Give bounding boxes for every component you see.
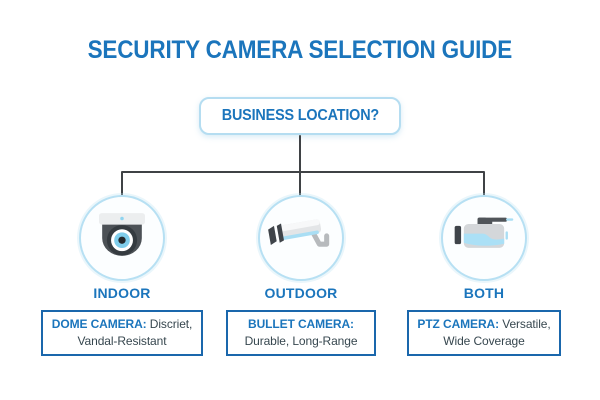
branch-outdoor: OUTDOOR BULLET CAMERA: Durable, Long-Ran… (216, 195, 386, 356)
dome-camera-type-label: DOME CAMERA: (51, 317, 147, 331)
bullet-camera-desc-line2: Durable, Long-Range (244, 333, 358, 348)
branch-indoor: INDOOR DOME CAMERA: Discriet, Vandal-Res… (37, 195, 207, 356)
page-title-text: SECURITY CAMERA SELECTION GUIDE (87, 36, 513, 64)
ptz-camera-icon (454, 217, 514, 248)
dome-camera-desc-inline: Discriet, (146, 317, 193, 331)
ptz-camera-type-label: PTZ CAMERA: (417, 317, 499, 331)
indoor-camera-badge (79, 195, 165, 281)
branch-both: BOTH PTZ CAMERA: Versatile, Wide Coverag… (399, 195, 569, 356)
info-box-dome-camera: DOME CAMERA: Discriet, Vandal-Resistant (41, 310, 203, 356)
decision-box-label: BUSINESS LOCATION? (221, 107, 379, 124)
dome-camera-desc-line2: Vandal-Resistant (77, 333, 167, 348)
info-box-bullet-camera: BULLET CAMERA: Durable, Long-Range (226, 310, 376, 356)
tree-connector-path (121, 135, 485, 196)
bullet-camera-icon (268, 219, 330, 247)
page-title: SECURITY CAMERA SELECTION GUIDE (0, 36, 600, 65)
ptz-camera-desc-line2: Wide Coverage (443, 333, 525, 348)
ptz-camera-desc-inline: Versatile, (498, 317, 551, 331)
branch-label-both: BOTH (463, 285, 505, 301)
dome-camera-icon (99, 213, 145, 256)
outdoor-camera-badge (258, 195, 344, 281)
branch-label-outdoor: OUTDOOR (264, 285, 338, 301)
branch-label-indoor: INDOOR (93, 285, 151, 301)
decision-box: BUSINESS LOCATION? (199, 97, 401, 135)
info-box-ptz-camera: PTZ CAMERA: Versatile, Wide Coverage (407, 310, 561, 356)
bullet-camera-type-label: BULLET CAMERA: (248, 317, 354, 331)
both-camera-badge (441, 195, 527, 281)
